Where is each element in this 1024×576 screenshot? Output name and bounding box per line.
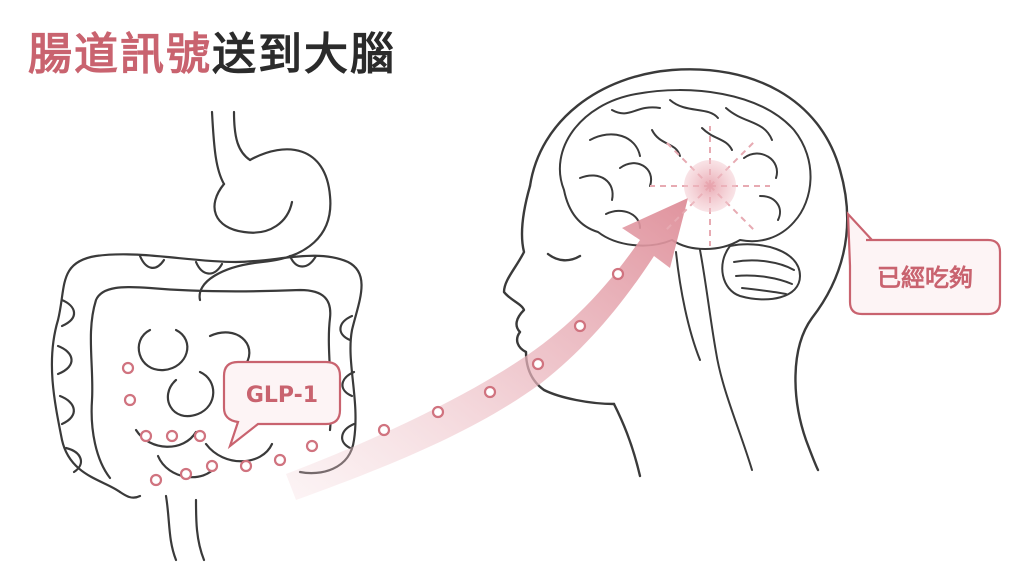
title-rest: 送到大腦 — [212, 29, 396, 80]
satiety-label: 已經吃夠 — [877, 264, 973, 292]
stomach-icon — [198, 110, 332, 302]
glp1-bubble: GLP-1 — [222, 360, 342, 450]
satiety-bubble: 已經吃夠 — [846, 211, 1002, 316]
signal-arrow-icon — [286, 198, 688, 500]
brain-icon — [558, 89, 812, 471]
brain-glow — [650, 126, 770, 246]
title-accent: 腸道訊號 — [28, 29, 212, 80]
page-title: 腸道訊號送到大腦 — [28, 18, 396, 82]
glp1-label: GLP-1 — [246, 383, 318, 408]
head-icon — [502, 68, 849, 478]
glp1-particles — [121, 267, 625, 487]
